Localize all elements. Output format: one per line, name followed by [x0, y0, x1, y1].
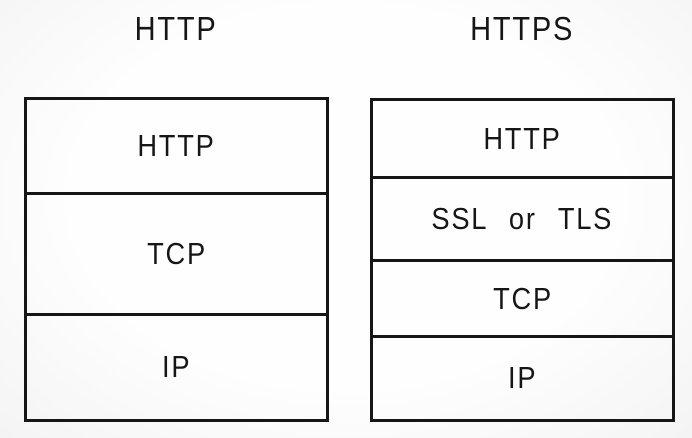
http-layer-http-label: HTTP — [137, 128, 216, 164]
http-column-title-text: HTTP — [135, 10, 218, 47]
http-layer-tcp: TCP — [27, 195, 326, 316]
https-column-title: HTTPS — [370, 10, 675, 48]
http-layer-http: HTTP — [27, 100, 326, 196]
https-stack-box: HTTP SSL or TLS TCP IP — [370, 98, 675, 422]
https-layer-http-label: HTTP — [483, 120, 562, 156]
http-layer-ip: IP — [27, 316, 326, 419]
https-layer-ip: IP — [373, 338, 672, 419]
http-stack-box: HTTP TCP IP — [24, 97, 329, 422]
https-layer-http: HTTP — [373, 101, 672, 180]
http-layer-ip-label: IP — [161, 349, 192, 385]
https-layer-ssl-tls-label: SSL or TLS — [431, 201, 614, 237]
http-layer-tcp-label: TCP — [146, 236, 207, 272]
https-layer-ip-label: IP — [507, 360, 538, 396]
https-column-title-text: HTTPS — [470, 10, 575, 47]
https-layer-tcp-label: TCP — [492, 280, 553, 316]
http-column-title: HTTP — [24, 10, 329, 48]
https-layer-ssl-tls: SSL or TLS — [373, 179, 672, 263]
https-layer-tcp: TCP — [373, 262, 672, 338]
